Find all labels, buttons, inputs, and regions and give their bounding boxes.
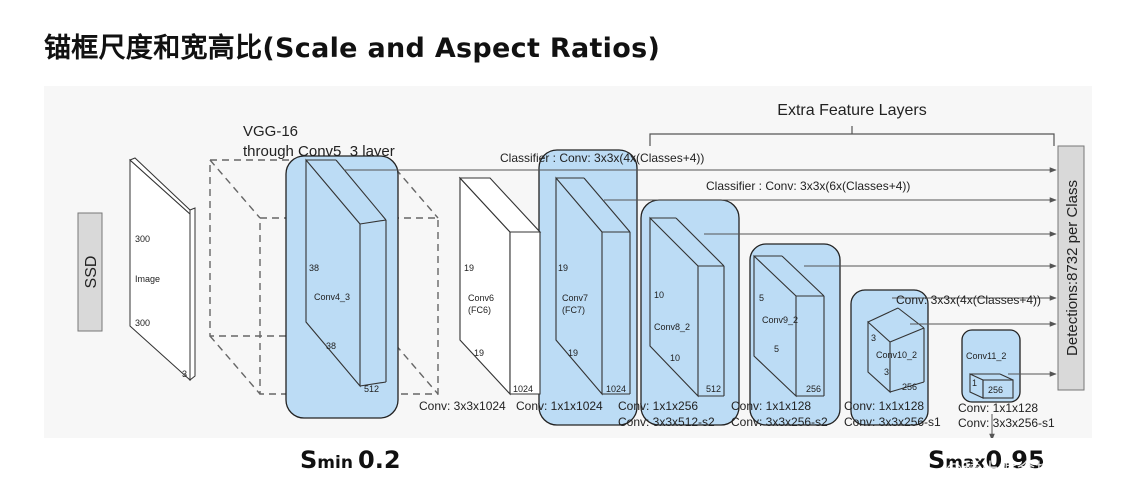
conv11-2-block bbox=[969, 373, 1014, 399]
conv11-2-depth: 256 bbox=[988, 385, 1003, 395]
conv10-2-depth: 256 bbox=[902, 382, 917, 392]
conv9-2-highlight bbox=[749, 243, 841, 426]
conv6-size2: 19 bbox=[474, 348, 484, 358]
conv8-2-size1: 10 bbox=[654, 290, 664, 300]
conv9-2-op1: Conv: 1x1x128 bbox=[731, 399, 811, 413]
conv6-size1: 19 bbox=[464, 263, 474, 273]
conv10-2-slab bbox=[867, 307, 925, 394]
ssd-diagram-panel: SSD 300 Image 300 3 VGG-16 through Conv5… bbox=[44, 86, 1092, 438]
conv10-2-size2: 3 bbox=[884, 367, 889, 377]
conv9-2-size2: 5 bbox=[774, 344, 779, 354]
conv4-3-depth: 512 bbox=[364, 384, 379, 394]
conv6-slab bbox=[458, 176, 542, 396]
image-height: 300 bbox=[135, 234, 150, 244]
conv8-2-size2: 10 bbox=[670, 353, 680, 363]
smax-caption: Smax0.95 bbox=[928, 446, 1045, 474]
conv11-2-highlight bbox=[961, 329, 1021, 403]
conv7-size1: 19 bbox=[558, 263, 568, 273]
image-input bbox=[129, 157, 196, 382]
image-label: Image bbox=[135, 274, 160, 284]
conv7-size2: 19 bbox=[568, 348, 578, 358]
watermark: @稀土掘金技术社区 bbox=[945, 460, 1107, 481]
conv6-op: Conv: 3x3x1024 bbox=[419, 399, 506, 413]
ssd-architecture-diagram: SSD 300 Image 300 3 VGG-16 through Conv5… bbox=[77, 102, 1085, 438]
conv10-2-name: Conv10_2 bbox=[876, 350, 917, 360]
conv8-2-name: Conv8_2 bbox=[654, 322, 690, 332]
detections-label: Detections:8732 per Class bbox=[1064, 180, 1081, 356]
vgg-label-line1: VGG-16 bbox=[243, 123, 298, 140]
conv6-depth: 1024 bbox=[513, 384, 533, 394]
classifier-label-2: Classifier : Conv: 3x3x(6x(Classes+4)) bbox=[706, 179, 910, 193]
conv10-2-op1: Conv: 1x1x128 bbox=[844, 399, 924, 413]
conv11-2-name: Conv11_2 bbox=[966, 351, 1006, 361]
ssd-label: SSD bbox=[83, 256, 100, 289]
conv11-2-op2: Conv: 3x3x256-s1 bbox=[958, 416, 1055, 430]
conv9-2-slab bbox=[753, 254, 825, 398]
conv6-name2: (FC6) bbox=[468, 305, 491, 315]
classifier-label-3: Conv: 3x3x(4x(Classes+4)) bbox=[896, 293, 1041, 307]
conv9-2-name: Conv9_2 bbox=[762, 315, 798, 325]
image-depth: 3 bbox=[182, 369, 187, 379]
conv8-2-depth: 512 bbox=[706, 384, 721, 394]
conv4-3-name: Conv4_3 bbox=[314, 292, 350, 302]
conv8-2-op2: Conv: 3x3x512-s2 bbox=[618, 415, 715, 429]
conv9-2-op2: Conv: 3x3x256-s2 bbox=[731, 415, 828, 429]
ssd-label-box: SSD bbox=[77, 212, 103, 332]
conv6-name: Conv6 bbox=[468, 293, 494, 303]
conv8-2-op1: Conv: 1x1x256 bbox=[618, 399, 698, 413]
smin-caption: Smin 0.2 bbox=[300, 446, 401, 474]
conv4-3-size2: 38 bbox=[326, 341, 336, 351]
conv10-2-size1: 3 bbox=[871, 333, 876, 343]
extra-layers-label: Extra Feature Layers bbox=[777, 102, 926, 119]
detections-box: Detections:8732 per Class bbox=[1057, 145, 1085, 391]
conv7-slab bbox=[555, 176, 631, 396]
conv11-2-op1: Conv: 1x1x128 bbox=[958, 401, 1038, 415]
conv7-name2: (FC7) bbox=[562, 305, 585, 315]
conv7-depth: 1024 bbox=[606, 384, 626, 394]
detection-arrows bbox=[344, 167, 1057, 377]
page-title: 锚框尺度和宽高比(Scale and Aspect Ratios) bbox=[44, 33, 661, 64]
conv10-2-op2: Conv: 3x3x256-s1 bbox=[844, 415, 941, 429]
conv9-2-size1: 5 bbox=[759, 293, 764, 303]
conv4-3-highlight bbox=[285, 155, 399, 419]
image-width: 300 bbox=[135, 318, 150, 328]
conv7-name: Conv7 bbox=[562, 293, 588, 303]
classifier-label-1: Classifier : Conv: 3x3x(4x(Classes+4)) bbox=[500, 151, 704, 165]
extra-layers-bracket bbox=[649, 133, 1055, 146]
conv4-3-size1: 38 bbox=[309, 263, 319, 273]
conv7-op: Conv: 1x1x1024 bbox=[516, 399, 603, 413]
conv9-2-depth: 256 bbox=[806, 384, 821, 394]
conv8-2-slab bbox=[649, 216, 725, 398]
conv11-2-size1: 1 bbox=[972, 378, 977, 388]
